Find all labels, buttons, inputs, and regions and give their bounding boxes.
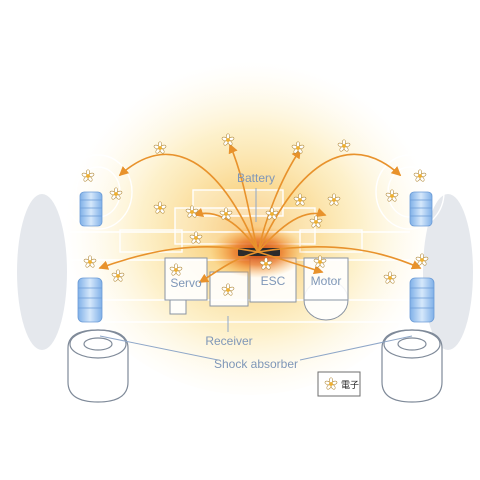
electron-icon (109, 187, 123, 200)
electron-icon (313, 255, 327, 268)
electron-arrows (98, 143, 422, 283)
electron-icon (221, 283, 235, 296)
electron-icon (265, 207, 279, 220)
electron-icon (81, 169, 95, 182)
electron-icon (221, 133, 235, 146)
electron-icon (293, 193, 307, 206)
electron-icon (189, 231, 203, 244)
components (164, 257, 349, 321)
electron-icon (169, 263, 183, 276)
electron-icon (385, 189, 399, 202)
electron-icon (259, 257, 273, 270)
esc-label: ESC (261, 274, 286, 288)
wheel-rear-right (381, 329, 443, 403)
electron-icon (83, 255, 97, 268)
electron-icon (153, 201, 167, 214)
electron-icon (219, 207, 233, 220)
receiver-label: Receiver (205, 334, 252, 348)
legend-box (317, 371, 361, 397)
right-halo (423, 194, 473, 350)
electron-icon (327, 193, 341, 206)
electron-icon (415, 253, 429, 266)
servo-label: Servo (170, 276, 202, 290)
electron-icon (291, 141, 305, 154)
electrons (81, 133, 429, 296)
leader-lines (99, 188, 413, 361)
electron-icon (413, 169, 427, 182)
spring-rear-right (409, 277, 435, 323)
motor-label: Motor (311, 274, 342, 288)
electron-icon (309, 215, 323, 228)
legend: 電子 (317, 371, 361, 397)
spring-front-right (409, 191, 433, 227)
left-halo (17, 194, 67, 350)
spring-rear-left (77, 277, 103, 323)
electron-icon (185, 205, 199, 218)
motor-box (303, 257, 349, 301)
wheel-rear-left (67, 329, 129, 403)
battery-label: Battery (237, 171, 275, 185)
servo-tab (169, 299, 187, 315)
spring-front-left (79, 191, 103, 227)
electron-flower-icon (324, 377, 338, 390)
shock-absorber-label: Shock absorber (214, 357, 298, 371)
legend-label: 電子 (341, 380, 359, 391)
electron-icon (337, 139, 351, 152)
electron-icon (111, 269, 125, 282)
electron-icon (153, 141, 167, 154)
electron-icon (383, 271, 397, 284)
